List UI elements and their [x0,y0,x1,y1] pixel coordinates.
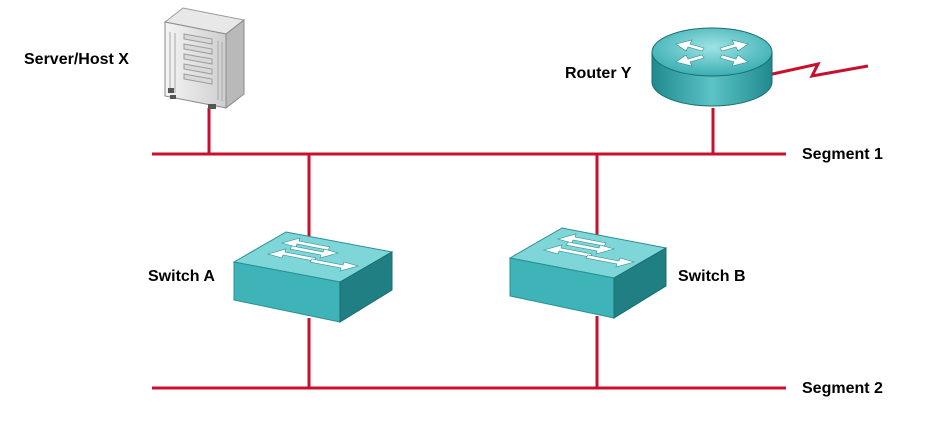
cables [152,61,869,390]
server-label: Server/Host X [24,51,129,68]
segment-1-label: Segment 1 [802,146,883,163]
switch-b-label: Switch B [678,268,746,285]
router-icon [651,27,773,107]
switch-icon [232,231,394,323]
server-icon [163,7,246,110]
switch-icon [508,227,668,319]
segment-2-label: Segment 2 [802,380,883,397]
router-label: Router Y [565,65,632,82]
switch-a-label: Switch A [148,268,215,285]
wan-link-zigzag [767,61,869,79]
